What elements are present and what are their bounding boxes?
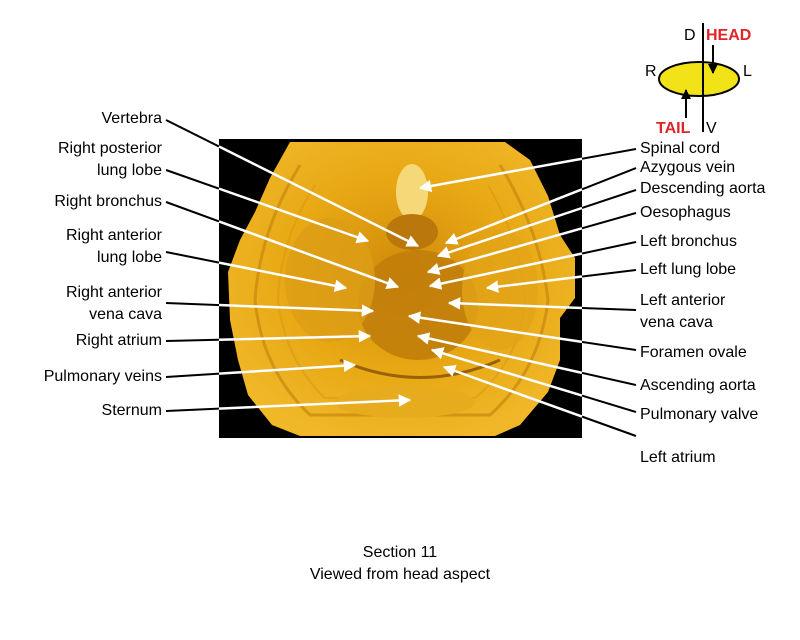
arrow-left-anterior-vena-cava: [447, 297, 583, 310]
orientation-indicator: D HEAD R L TAIL V: [645, 23, 752, 137]
orientation-ventral: V: [706, 120, 717, 137]
label-azygous-vein: Azygous vein: [640, 159, 736, 176]
label-pulmonary-valve: Pulmonary valve: [640, 406, 759, 423]
label-left-bronchus: Left bronchus: [640, 233, 737, 250]
arrow-vertebra: [218, 145, 420, 248]
right-lung-region: [285, 218, 375, 342]
arrow-left-bronchus: [428, 252, 583, 290]
label-pulmonary-veins: Pulmonary veins: [43, 368, 162, 385]
orientation-ellipse: [658, 61, 740, 97]
label-right-atrium: Right atrium: [75, 332, 162, 349]
label-left-atrium: Left atrium: [640, 449, 716, 466]
orientation-right: R: [645, 63, 657, 80]
figure-caption: Section 11 Viewed from head aspect: [200, 542, 600, 586]
arrow-right-anterior-vena-cava: [218, 303, 375, 317]
label-left-lung-lobe: Left lung lobe: [640, 261, 737, 278]
arrow-spinal-cord: [418, 157, 583, 193]
arrow-descending-aorta: [436, 206, 583, 259]
arrow-right-bronchus: [218, 220, 400, 289]
left-lung-region: [462, 230, 538, 350]
arrow-right-atrium: [218, 330, 372, 343]
arrow-right-anterior-lung-lobe: [218, 261, 348, 292]
orientation-head: HEAD: [706, 27, 751, 44]
label-right-anterior-vena-cava: Right anterior vena cava: [65, 284, 162, 323]
orientation-tail: TAIL: [656, 120, 691, 137]
arrow-foramen-ovale: [407, 311, 583, 344]
orientation-dorsal: D: [684, 27, 696, 44]
spinal-cord-shape: [396, 164, 428, 220]
label-right-bronchus: Right bronchus: [54, 193, 162, 210]
label-sternum: Sternum: [101, 402, 162, 419]
orientation-left: L: [743, 63, 752, 80]
arrow-oesophagus: [426, 227, 583, 275]
label-foramen-ovale: Foramen ovale: [640, 344, 747, 361]
arrow-right-posterior-lung-lobe: [218, 187, 370, 244]
label-right-anterior-lung-lobe: Right anterior lung lobe: [65, 227, 162, 266]
arrow-left-lung-lobe: [485, 275, 583, 293]
label-vertebra: Vertebra: [101, 110, 162, 127]
arrow-ascending-aorta: [416, 332, 583, 375]
heart-region: [358, 250, 478, 360]
vertebra-shape: [386, 214, 438, 250]
label-left-anterior-vena-cava: Left anterior vena cava: [640, 292, 726, 331]
arrow-pulmonary-valve: [430, 347, 583, 397]
caption-line-1: Section 11: [362, 544, 438, 561]
arrow-left-atrium: [442, 364, 583, 418]
label-ascending-aorta: Ascending aorta: [640, 377, 756, 394]
label-right-posterior-lung-lobe: Right posterior lung lobe: [57, 140, 162, 179]
label-oesophagus: Oesophagus: [640, 204, 731, 221]
label-spinal-cord: Spinal cord: [640, 140, 721, 157]
arrow-pulmonary-veins: [218, 359, 357, 375]
pointer-arrows: [165, 119, 637, 437]
arrow-azygous-vein: [444, 188, 583, 245]
pericardium-curve: [339, 358, 501, 379]
label-descending-aorta: Descending aorta: [640, 180, 766, 197]
arrow-sternum: [218, 394, 412, 410]
caption-line-2: Viewed from head aspect: [309, 566, 491, 583]
